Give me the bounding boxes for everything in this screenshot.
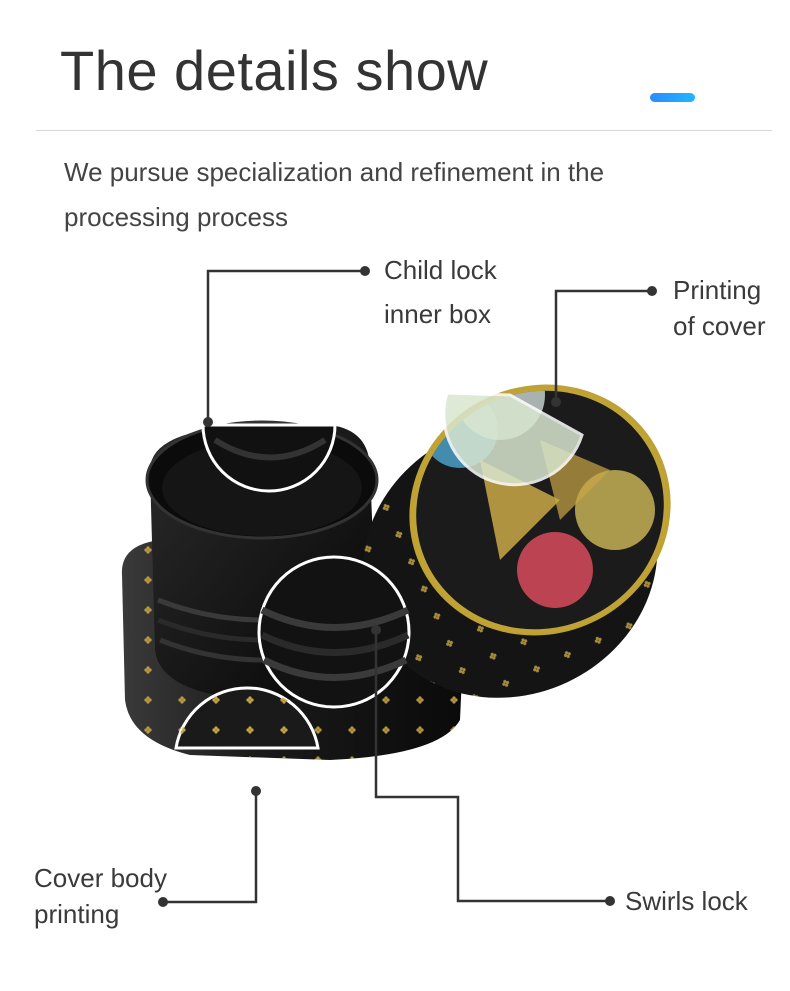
label-cover-body: Cover body printing <box>34 860 167 932</box>
label-printing-cover: Printing of cover <box>673 272 766 344</box>
intro-line-1: We pursue specialization and refinement … <box>64 157 605 187</box>
swirls-lock-dot-end <box>605 896 615 906</box>
cover-body-dot-end <box>158 897 168 907</box>
child-lock-line <box>206 269 365 422</box>
magnifier-inner-rim <box>201 423 337 493</box>
printing-cover-dot-start <box>551 397 561 407</box>
label-child-lock-line-2: inner box <box>384 299 491 329</box>
swirls-lock-line <box>374 630 610 903</box>
label-child-lock-line-1: Child lock <box>384 255 497 285</box>
intro-line-2: processing process <box>64 202 288 232</box>
magnifier-body-print <box>174 686 320 750</box>
child-lock-dot-start <box>203 417 213 427</box>
printing-cover-line <box>554 289 652 402</box>
label-printing-cover-line-1: Printing <box>673 275 762 305</box>
accent-bar <box>650 93 695 102</box>
label-child-lock: Child lock inner box <box>384 252 497 332</box>
label-swirls-lock-line-1: Swirls lock <box>625 886 748 916</box>
cover-body-line <box>163 791 258 904</box>
swirls-lock-dot-start <box>371 625 381 635</box>
label-cover-body-line-1: Cover body <box>34 863 167 893</box>
label-swirls-lock: Swirls lock <box>625 883 748 919</box>
page-title: The details show <box>60 39 489 102</box>
child-lock-dot-end <box>360 266 370 276</box>
magnifier-cover-print <box>442 391 584 487</box>
label-cover-body-line-2: printing <box>34 899 120 929</box>
header-divider <box>36 130 772 131</box>
intro-text: We pursue specialization and refinement … <box>64 150 704 240</box>
printing-cover-dot-end <box>647 286 657 296</box>
label-printing-cover-line-2: of cover <box>673 311 766 341</box>
cover-body-dot-start <box>251 786 261 796</box>
magnifier-swirls <box>257 555 411 709</box>
